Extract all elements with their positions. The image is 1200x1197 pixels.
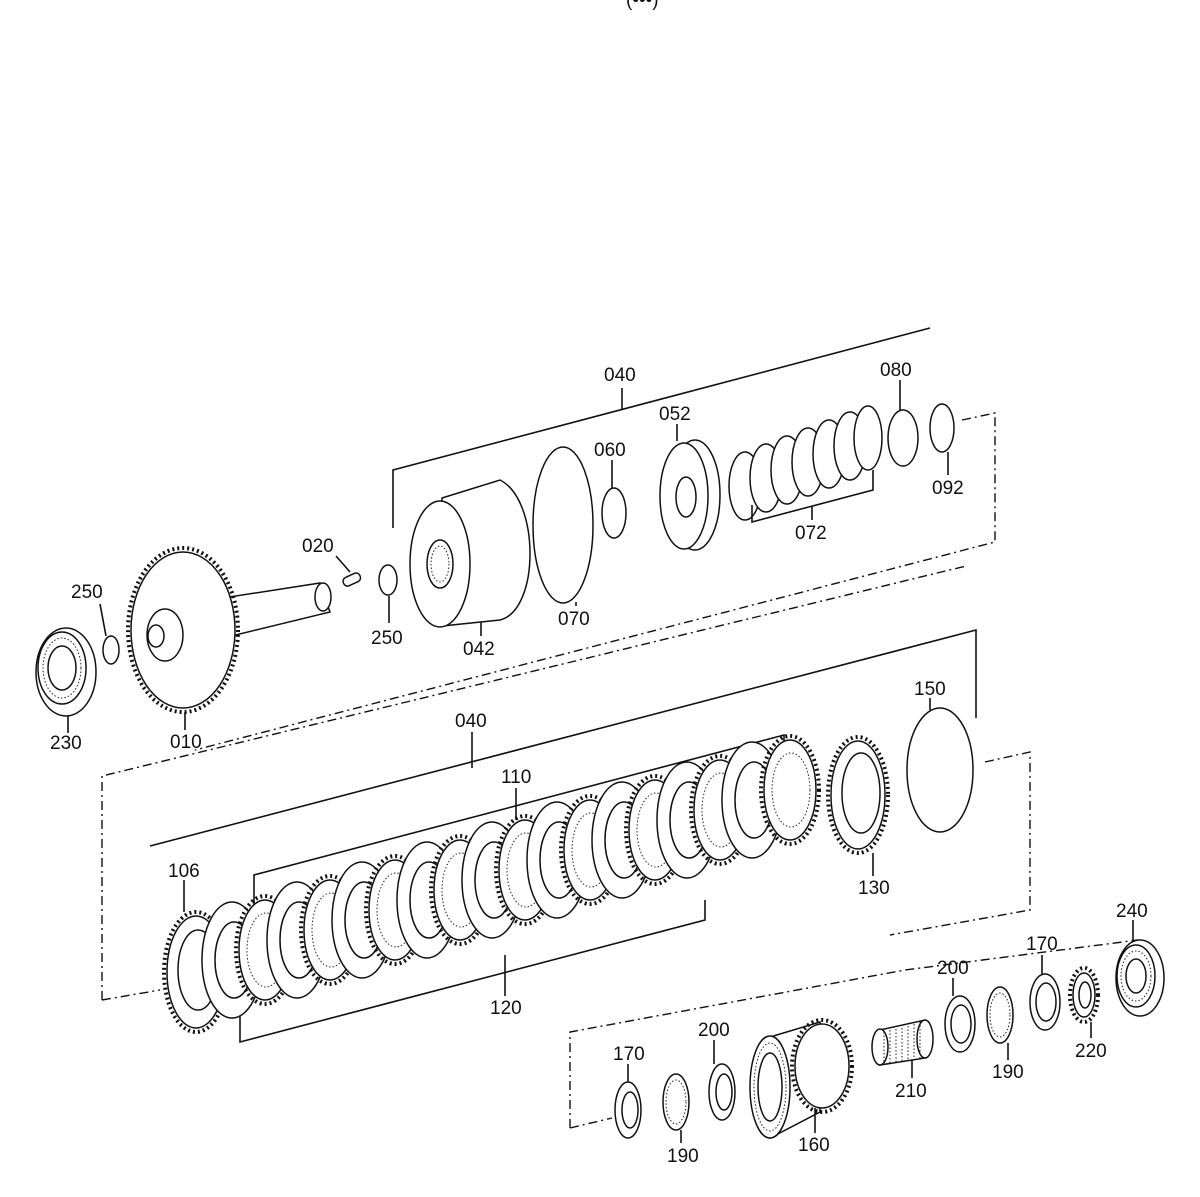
thrust-bearing-190-right	[986, 986, 1014, 1044]
label-070: 070	[558, 609, 590, 630]
label-010: 010	[170, 732, 202, 753]
label-200-right: 200	[937, 958, 969, 979]
label-052: 052	[659, 404, 691, 425]
dashed-boundary-bottom-left	[569, 1117, 613, 1129]
bearing-230	[35, 627, 97, 717]
washer-170-right-hole	[1035, 982, 1057, 1022]
label-042: 042	[463, 639, 495, 660]
header-partial-text: (•••)	[626, 0, 659, 11]
label-250-left: 250	[71, 582, 103, 603]
lock-washer-220	[1068, 966, 1100, 1024]
label-040-top: 040	[604, 365, 636, 386]
leader-020	[335, 555, 351, 573]
clutch-disc-stack	[201, 734, 821, 1019]
washer-200-left-hole	[715, 1073, 733, 1111]
thrust-bearing-190-left-needles	[665, 1079, 687, 1125]
label-072: 072	[795, 523, 827, 544]
label-220: 220	[1075, 1041, 1107, 1062]
label-250-right: 250	[371, 628, 403, 649]
dashed-boundary-top	[194, 412, 996, 751]
clutch-disc	[759, 734, 821, 846]
dashed-boundary-mid-right	[889, 751, 1031, 936]
label-170-right: 170	[1026, 934, 1058, 955]
label-190-left: 190	[667, 1146, 699, 1167]
label-170-left: 170	[613, 1044, 645, 1065]
snap-ring-250-right	[378, 564, 398, 596]
label-110: 110	[501, 767, 531, 788]
label-106: 106	[168, 861, 200, 882]
bracket-040-mid	[149, 628, 977, 847]
label-040-mid: 040	[455, 711, 487, 732]
label-130: 130	[858, 878, 890, 899]
needle-cage-210	[871, 1019, 934, 1066]
thrust-bearing-190-left	[662, 1073, 690, 1131]
dashed-boundary-mid-left	[101, 565, 967, 1000]
dashed-boundary-bottom	[569, 939, 1139, 1128]
label-210: 210	[895, 1081, 927, 1102]
bracket-120	[239, 900, 706, 1044]
disc-130	[826, 735, 890, 855]
ring-080	[887, 409, 919, 467]
bracket-040-top	[392, 327, 931, 528]
o-ring-150	[906, 707, 974, 833]
disk-springs-072	[728, 405, 883, 521]
label-230: 230	[50, 733, 82, 754]
dashed-boundary-mid-bottom	[101, 989, 161, 1001]
gear-shaft-010	[126, 546, 332, 714]
gear-160	[749, 1018, 854, 1140]
label-092: 092	[932, 478, 964, 499]
washer-200-right-hole	[950, 1004, 972, 1044]
clutch-drum-042	[409, 479, 531, 628]
ring-092	[929, 403, 955, 453]
label-240: 240	[1116, 901, 1148, 922]
washer-170-left-hole	[621, 1091, 639, 1129]
snap-ring-250-left	[102, 635, 120, 665]
label-120: 120	[490, 998, 522, 1019]
label-150: 150	[914, 679, 946, 700]
label-160: 160	[798, 1135, 830, 1156]
ring-060	[601, 487, 627, 539]
label-190-right: 190	[992, 1062, 1024, 1083]
piston-052	[659, 439, 721, 551]
thrust-bearing-190-right-needles	[989, 992, 1011, 1038]
label-080: 080	[880, 360, 912, 381]
label-020: 020	[302, 536, 334, 557]
o-ring-070	[532, 446, 594, 604]
bearing-240	[1115, 939, 1165, 1017]
label-060: 060	[594, 440, 626, 461]
leader-250-left	[99, 603, 107, 637]
label-200-left: 200	[698, 1020, 730, 1041]
pin-020	[342, 572, 362, 587]
